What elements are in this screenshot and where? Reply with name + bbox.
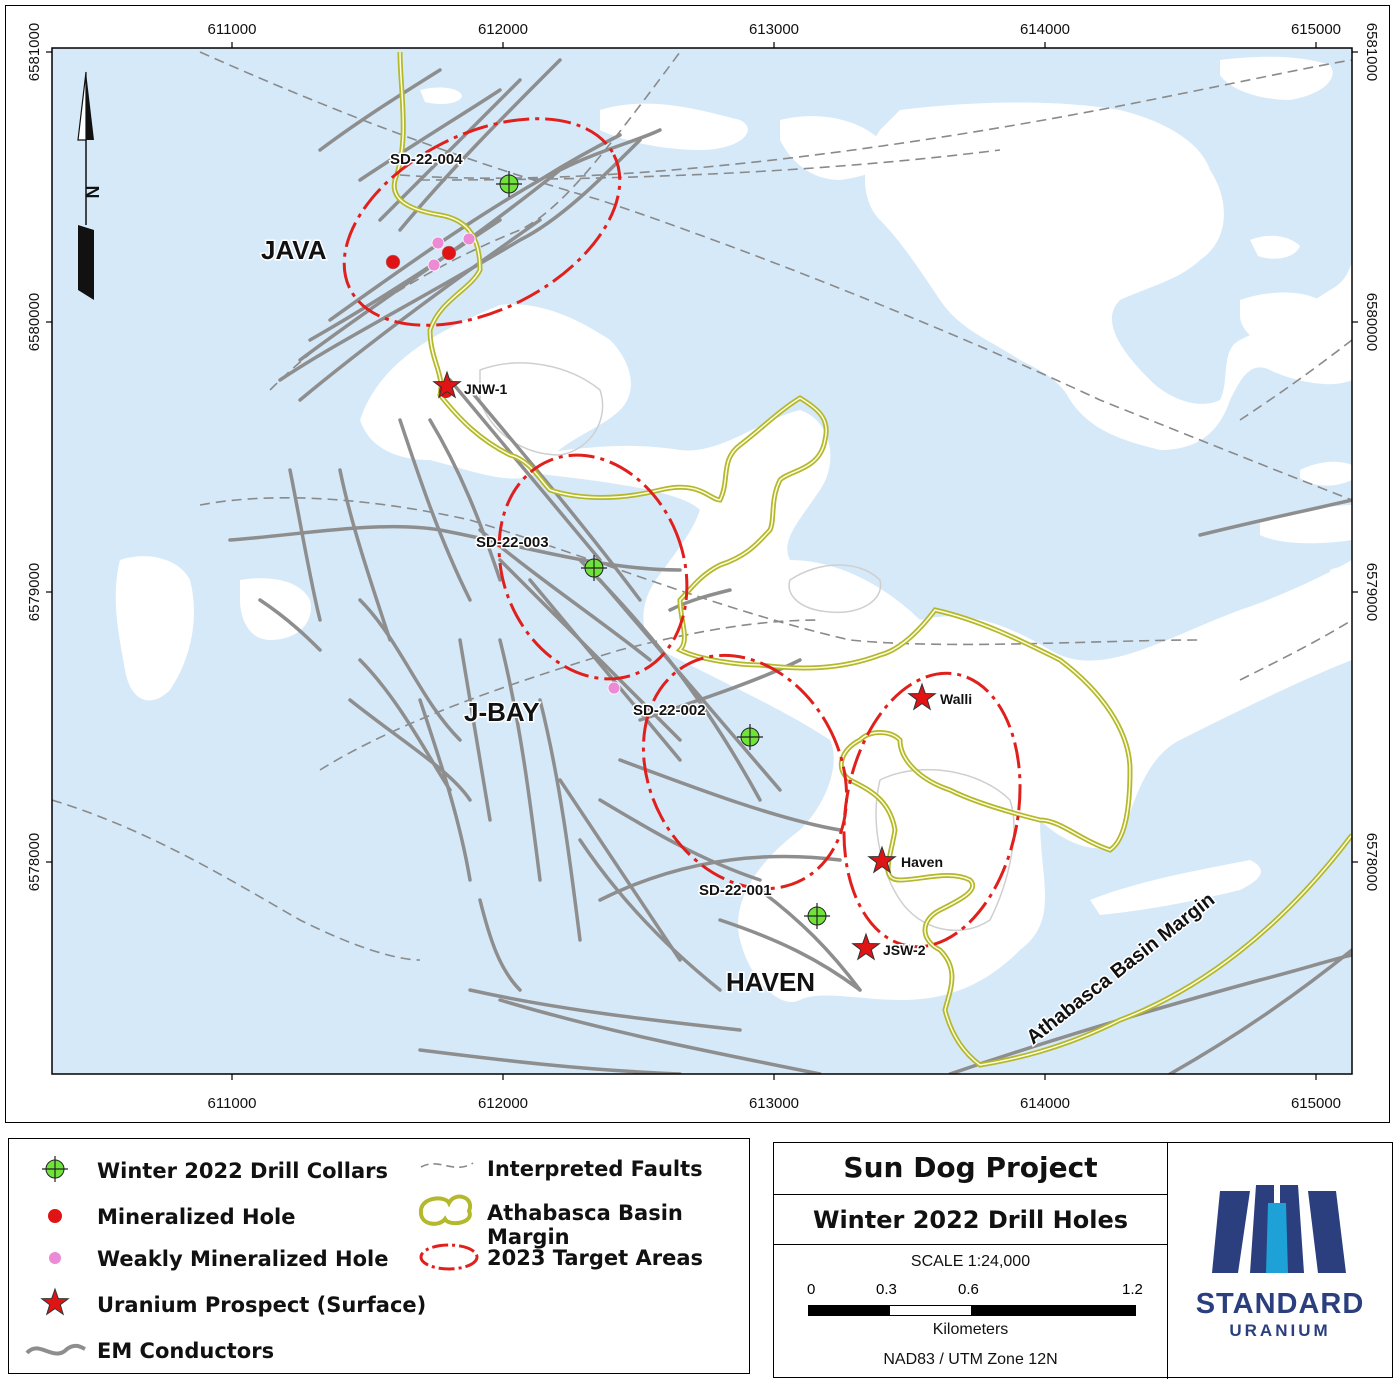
red-star-icon bbox=[40, 1287, 70, 1316]
collar-marker-sd-22-003 bbox=[581, 555, 607, 581]
legend-label-faults: Interpreted Faults bbox=[487, 1157, 703, 1181]
green-crosshair-icon bbox=[42, 1156, 68, 1182]
prospect-star-jsw-2 bbox=[851, 932, 881, 961]
legend-label-prospect: Uranium Prospect (Surface) bbox=[97, 1293, 427, 1317]
legend-label-weak: Weakly Mineralized Hole bbox=[97, 1247, 389, 1271]
scale-tick-0: 0 bbox=[807, 1281, 816, 1298]
x-tick-label-bottom: 615000 bbox=[1291, 1095, 1341, 1112]
x-tick-label-bottom: 614000 bbox=[1020, 1095, 1070, 1112]
scale-tick-2: 0.6 bbox=[958, 1281, 979, 1298]
grey-line-icon bbox=[25, 1343, 86, 1356]
x-tick-label-top: 615000 bbox=[1291, 21, 1341, 38]
x-tick-label-bottom: 611000 bbox=[208, 1095, 257, 1112]
x-tick-label-top: 611000 bbox=[208, 21, 257, 38]
north-arrow-icon: N bbox=[77, 71, 102, 300]
label-sd-22-002: SD-22-002 bbox=[633, 702, 706, 719]
legend-label-targets: 2023 Target Areas bbox=[487, 1246, 704, 1270]
map-border bbox=[51, 47, 1353, 1075]
label-haven-prospect: Haven bbox=[901, 854, 943, 870]
target-area-sd002 bbox=[641, 653, 849, 891]
x-tick-label-top: 613000 bbox=[749, 21, 799, 38]
standard-uranium-logo: STANDARD URANIUM bbox=[1168, 1143, 1392, 1377]
prospect-star-haven bbox=[867, 845, 897, 874]
scale-tick-1: 0.3 bbox=[876, 1281, 897, 1298]
legend-label-collars: Winter 2022 Drill Collars bbox=[97, 1159, 388, 1183]
y-tick-label-left: 6581000 bbox=[26, 23, 43, 81]
mineralized-hole-marker bbox=[385, 254, 401, 270]
drill-collars[interactable] bbox=[496, 171, 830, 929]
prospect-markers[interactable] bbox=[432, 370, 937, 961]
area-label-jbay: J-BAY bbox=[464, 697, 540, 727]
logo-mark-icon bbox=[1212, 1185, 1346, 1273]
scale-units: Kilometers bbox=[932, 1321, 1009, 1338]
legend-label-mineralized: Mineralized Hole bbox=[97, 1205, 296, 1229]
target-area-java bbox=[342, 117, 622, 327]
logo-line-2: URANIUM bbox=[1229, 1321, 1331, 1340]
axis-ticks bbox=[46, 42, 1358, 1080]
collar-marker-sd-22-001 bbox=[804, 903, 830, 929]
target-area-haven bbox=[842, 671, 1022, 949]
area-label-haven: HAVEN bbox=[726, 967, 815, 997]
red-dashed-ellipse-icon bbox=[419, 1243, 479, 1271]
map-subtitle: Winter 2022 Drill Holes bbox=[774, 1195, 1168, 1245]
y-tick-label-left: 6578000 bbox=[26, 833, 43, 891]
x-tick-label-top: 614000 bbox=[1020, 21, 1070, 38]
map-canvas[interactable]: SD-22-004 SD-22-003 SD-22-002 SD-22-001 … bbox=[0, 0, 1400, 1130]
label-sd-22-001: SD-22-001 bbox=[699, 882, 772, 899]
x-tick-label-top: 612000 bbox=[478, 21, 528, 38]
legend-label-margin: Athabasca Basin Margin bbox=[487, 1201, 683, 1249]
weak-hole-marker bbox=[607, 681, 621, 695]
label-sd-22-004: SD-22-004 bbox=[390, 151, 463, 168]
legend-symbols bbox=[25, 1156, 479, 1356]
y-tick-label-left: 6580000 bbox=[26, 293, 43, 351]
y-tick-label-right: 6579000 bbox=[1363, 563, 1380, 621]
dashed-line-icon bbox=[420, 1162, 474, 1168]
collar-marker-sd-22-002 bbox=[737, 724, 763, 750]
prospect-star-walli bbox=[907, 682, 937, 711]
y-tick-label-right: 6578000 bbox=[1363, 833, 1380, 891]
scale-bar bbox=[808, 1305, 1136, 1316]
scale-tick-3: 1.2 bbox=[1122, 1281, 1143, 1298]
label-walli: Walli bbox=[940, 691, 972, 707]
mineralized-hole-marker bbox=[441, 245, 457, 261]
legend-label-conductors: EM Conductors bbox=[97, 1339, 275, 1363]
weak-hole-marker bbox=[462, 232, 476, 246]
scale-text: SCALE 1:24,000 bbox=[910, 1253, 1031, 1270]
scale-panel: SCALE 1:24,000 0 0.3 0.6 1.2 Kilometers … bbox=[774, 1245, 1168, 1379]
axis-labels: 611000 612000 613000 614000 615000 61100… bbox=[26, 21, 1380, 1112]
label-sd-22-003: SD-22-003 bbox=[476, 534, 549, 551]
x-tick-label-bottom: 612000 bbox=[478, 1095, 528, 1112]
prospect-star-jnw-1 bbox=[432, 370, 462, 399]
yellow-outline-icon bbox=[419, 1194, 473, 1226]
logo-line-1: STANDARD bbox=[1195, 1288, 1365, 1320]
project-title: Sun Dog Project bbox=[774, 1143, 1168, 1195]
target-areas bbox=[342, 117, 1022, 949]
y-tick-label-right: 6580000 bbox=[1363, 293, 1380, 351]
y-tick-label-right: 6581000 bbox=[1363, 23, 1380, 81]
em-conductors bbox=[228, 58, 1352, 1074]
weak-hole-marker bbox=[427, 258, 441, 272]
basin-margin-inner bbox=[393, 51, 1352, 1066]
legend: Winter 2022 Drill Collars Mineralized Ho… bbox=[8, 1138, 750, 1374]
weak-hole-marker bbox=[431, 236, 445, 250]
y-tick-label-left: 6579000 bbox=[26, 563, 43, 621]
label-jnw-1: JNW-1 bbox=[464, 381, 507, 397]
x-tick-label-bottom: 613000 bbox=[749, 1095, 799, 1112]
area-label-java: JAVA bbox=[261, 235, 327, 265]
north-label: N bbox=[82, 186, 102, 199]
projection-text: NAD83 / UTM Zone 12N bbox=[883, 1351, 1058, 1368]
red-dot-icon bbox=[48, 1209, 62, 1223]
collar-marker-sd-22-004 bbox=[496, 171, 522, 197]
label-jsw-2: JSW-2 bbox=[883, 942, 926, 958]
pink-dot-icon bbox=[49, 1252, 61, 1264]
target-area-jbay bbox=[497, 453, 689, 681]
title-block: Sun Dog Project Winter 2022 Drill Holes … bbox=[773, 1142, 1393, 1379]
